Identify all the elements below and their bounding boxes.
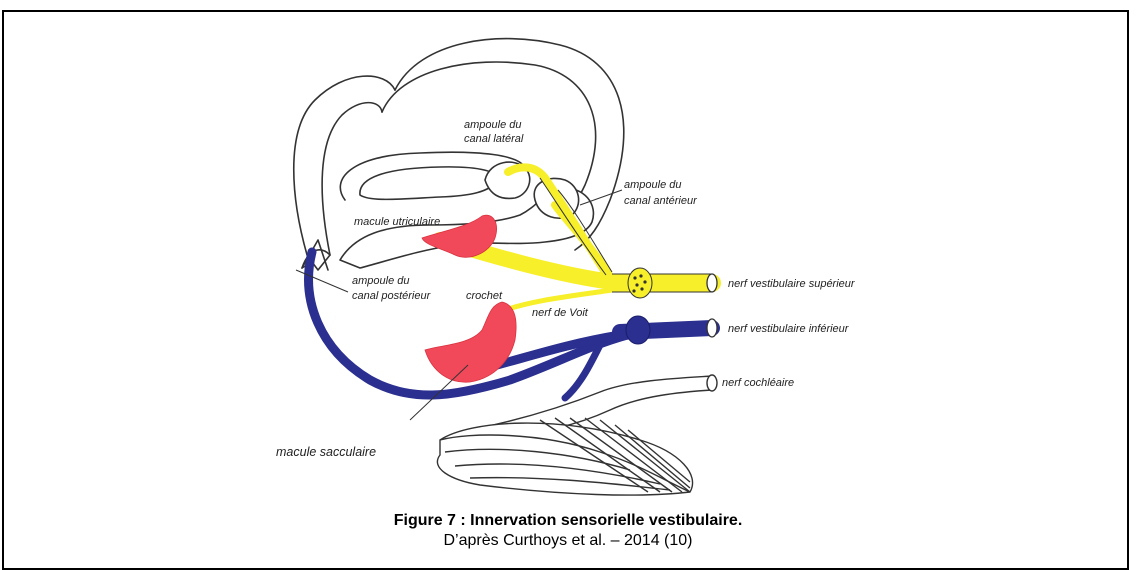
label-macule-sacculaire: macule sacculaire	[276, 445, 376, 459]
label-ampoule-anterieur-1: ampoule du	[624, 179, 682, 191]
label-crochet: crochet	[466, 290, 503, 302]
label-nerf-vestibulaire-inferieur: nerf vestibulaire inférieur	[728, 323, 850, 335]
label-ampoule-posterieur-2: canal postérieur	[352, 290, 432, 302]
scarpa-ganglion-superior	[628, 268, 652, 298]
label-nerf-voit: nerf de Voit	[532, 307, 589, 319]
cochlea	[437, 375, 717, 495]
label-nerf-vestibulaire-superieur: nerf vestibulaire supérieur	[728, 278, 856, 290]
figure-title: Figure 7 : Innervation sensorielle vesti…	[0, 512, 1136, 530]
label-macule-utriculaire: macule utriculaire	[354, 216, 440, 228]
vestibular-innervation-diagram: ampoule du canal latéral ampoule du cana…	[0, 0, 1136, 548]
macula-saccule	[425, 302, 516, 382]
label-nerf-cochleaire: nerf cochléaire	[722, 377, 794, 389]
scarpa-ganglion-inferior	[626, 316, 650, 344]
label-ampoule-posterieur-1: ampoule du	[352, 275, 410, 287]
label-ampoule-lateral-1: ampoule du	[464, 119, 522, 131]
inferior-nerve-end	[707, 319, 717, 337]
superior-nerve-end	[707, 274, 717, 292]
figure-source: D’après Curthoys et al. – 2014 (10)	[0, 532, 1136, 550]
label-ampoule-lateral-2: canal latéral	[464, 133, 524, 145]
label-ampoule-anterieur-2: canal antérieur	[624, 195, 698, 207]
